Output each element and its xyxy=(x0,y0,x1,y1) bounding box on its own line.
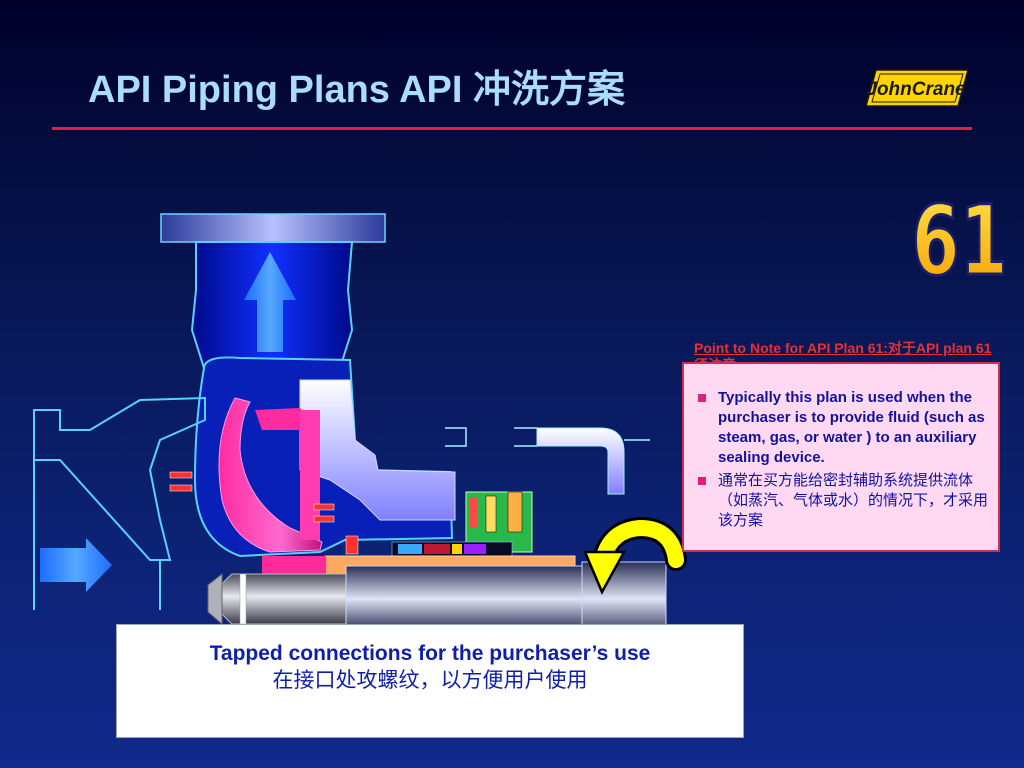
discharge-flow-arrow xyxy=(244,252,296,352)
impeller xyxy=(218,397,323,553)
impeller-vane xyxy=(255,408,310,430)
suction-casing xyxy=(33,396,206,561)
logo-text: JohnCrane xyxy=(866,79,966,100)
quench-pipe xyxy=(536,427,625,495)
bullet-marker xyxy=(698,394,706,402)
discharge-flange xyxy=(160,213,386,243)
note-bullet-cn: 通常在买方能给密封辅助系统提供流体（如蒸汽、气体或水）的情况下，才采用该方案 xyxy=(694,471,990,531)
note-list: Typically this plan is used when the pur… xyxy=(684,364,998,531)
note-box: Typically this plan is used when the pur… xyxy=(682,362,1000,552)
bearing-housing xyxy=(345,565,585,633)
caption-chinese: 在接口处攻螺纹，以方便用户使用 xyxy=(272,668,588,692)
connection-arrow xyxy=(596,519,684,568)
plan-number: 61 xyxy=(912,188,1008,288)
casing-interior xyxy=(299,379,456,521)
caption-box: Tapped connections for the purchaser’s u… xyxy=(116,624,744,738)
connection-arrow-head xyxy=(583,550,627,595)
suction-flow-arrow xyxy=(40,538,112,592)
john-crane-logo: JohnCrane xyxy=(866,66,968,110)
plan-number-badge: 61 xyxy=(910,183,1010,298)
caption-english: Tapped connections for the purchaser’s u… xyxy=(209,642,651,665)
slide-title: API Piping Plans API 冲洗方案 xyxy=(88,69,625,111)
note-bullet-en: Typically this plan is used when the pur… xyxy=(694,388,990,468)
title-divider xyxy=(52,127,972,130)
bullet-marker xyxy=(698,477,706,485)
